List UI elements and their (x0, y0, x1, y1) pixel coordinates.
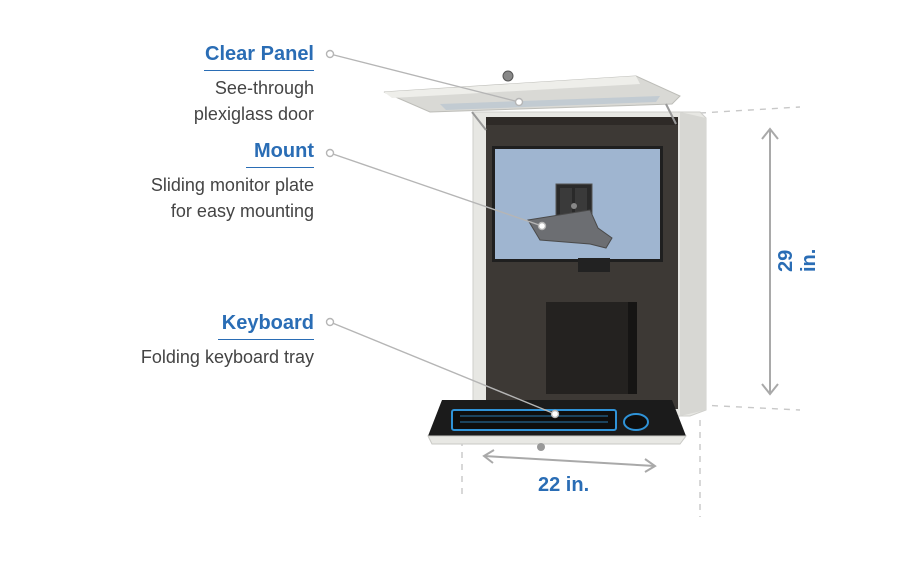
mount-arm (527, 183, 613, 272)
leader-dots (325, 49, 560, 419)
callout-keyboard: Keyboard Folding keyboard tray (141, 311, 314, 370)
title-underline (204, 70, 314, 71)
dimension-guides (461, 106, 801, 517)
width-arrow (482, 449, 657, 473)
computer-box (546, 302, 637, 394)
callout-title: Mount (254, 140, 314, 162)
desc-line: Folding keyboard tray (140, 347, 314, 367)
callout-mount: Mount Sliding monitor plate for easy mou… (151, 139, 314, 224)
desc-line: plexiglass door (193, 104, 314, 124)
desc-line: for easy mounting (170, 201, 314, 221)
callout-description: See-through plexiglass door (194, 75, 314, 127)
clear-panel-door (383, 70, 681, 131)
callout-title: Keyboard (221, 312, 314, 334)
height-arrow (761, 127, 779, 396)
height-dimension-label: 29 in. (775, 248, 820, 272)
callout-title: Clear Panel (205, 43, 314, 65)
callout-description: Sliding monitor plate for easy mounting (151, 172, 314, 224)
callout-description: Folding keyboard tray (141, 344, 314, 370)
width-dimension-label: 22 in. (538, 474, 590, 496)
callout-clear-panel: Clear Panel See-through plexiglass door (194, 42, 314, 127)
title-underline (218, 339, 314, 340)
desc-line: See-through (214, 78, 314, 98)
desc-line: Sliding monitor plate (150, 175, 314, 195)
title-underline (246, 167, 314, 168)
leader-lines (329, 53, 556, 415)
keyboard-tray (427, 400, 687, 451)
